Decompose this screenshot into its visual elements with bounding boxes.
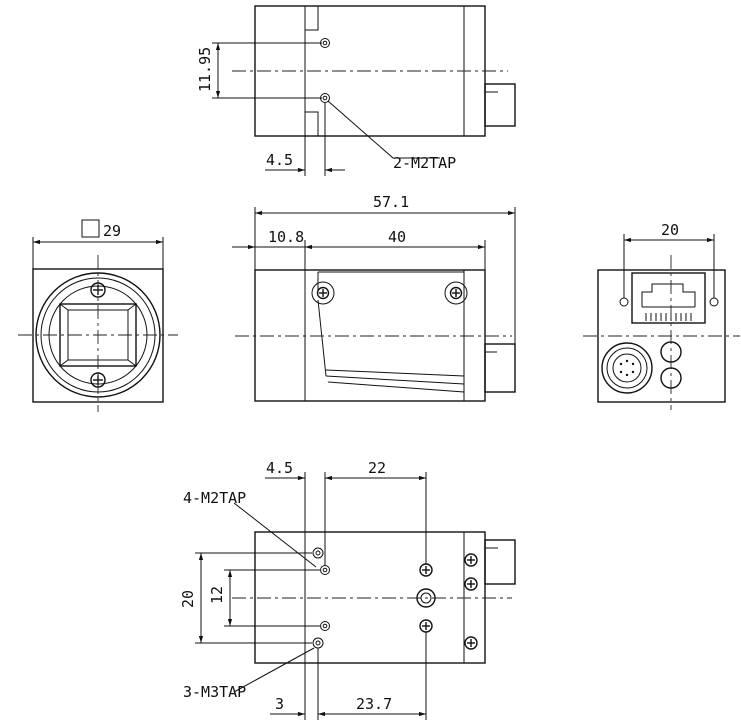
callout-leader <box>233 502 317 568</box>
callout-4-m2tap: 4-M2TAP <box>183 489 246 507</box>
tripod-hole-icon <box>416 588 436 608</box>
side-view: 57.1 10.8 40 <box>232 193 516 402</box>
dim-label-23.7: 23.7 <box>356 695 392 713</box>
front-view: 29 <box>18 219 178 412</box>
rear-view: 20 <box>583 221 740 410</box>
screw-icon <box>464 553 478 567</box>
dim-label-20: 20 <box>179 590 197 608</box>
screw-icon <box>316 286 330 300</box>
top-view-notch-bottom <box>305 111 319 137</box>
bottom-view-connector <box>484 539 516 585</box>
top-view-connector <box>484 83 516 127</box>
m3-hole-icon <box>312 637 324 649</box>
rj45-port-icon <box>631 272 706 324</box>
square-symbol-icon <box>81 219 100 238</box>
screw-icon <box>449 286 463 300</box>
screw-icon <box>464 577 478 591</box>
callout-2-m2tap: 2-M2TAP <box>393 154 456 172</box>
callout-leader <box>327 100 440 159</box>
callout-3-m3tap: 3-M3TAP <box>183 683 246 701</box>
dim-label-3: 3 <box>275 695 284 713</box>
bottom-view: 4.5 22 20 12 4-M2TAP 3-M3TAP 3 23.7 <box>179 459 516 720</box>
m2-hole-icon <box>709 297 719 307</box>
dim-label-22: 22 <box>368 459 386 477</box>
side-view-label-plate <box>317 299 327 377</box>
dim-label-57.1: 57.1 <box>373 193 409 211</box>
screw-icon <box>464 636 478 650</box>
m2-hole-icon <box>320 621 330 631</box>
callout-leader <box>233 647 315 693</box>
dim-label-29: 29 <box>103 222 121 240</box>
rear-view-body <box>597 269 726 403</box>
side-view-connector <box>484 343 516 393</box>
dim-label-11.95: 11.95 <box>196 47 214 92</box>
top-view: 11.95 4.5 2-M2TAP <box>196 5 516 176</box>
dim-label-4.5: 4.5 <box>266 459 293 477</box>
bottom-view-body <box>254 531 486 664</box>
dim-label-20: 20 <box>661 221 679 239</box>
power-connector-icon <box>601 342 653 394</box>
dim-label-12: 12 <box>208 586 226 604</box>
dim-label-10.8: 10.8 <box>268 228 304 246</box>
top-view-notch-top <box>305 5 319 31</box>
dim-label-40: 40 <box>388 228 406 246</box>
dim-label-4.5: 4.5 <box>266 151 293 169</box>
m2-hole-icon <box>619 297 629 307</box>
side-view-body <box>254 269 486 402</box>
m2-hole-icon <box>320 565 330 575</box>
m2-hole-icon <box>312 547 324 559</box>
